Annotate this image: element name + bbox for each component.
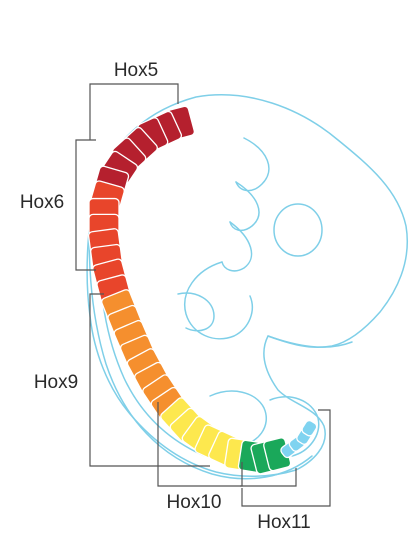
hox11-label: Hox11	[257, 512, 311, 533]
pharyngeal-arch-3	[221, 221, 253, 272]
hox6-bracket	[75, 139, 96, 271]
forelimb-bud-outline	[177, 292, 215, 332]
hox11-bracket-right	[241, 409, 331, 507]
hox11-bracket	[240, 468, 297, 487]
hox6-label: Hox6	[20, 192, 64, 213]
hox9-bracket	[89, 293, 210, 467]
somite-channel-outline	[88, 195, 313, 480]
somite-tail-4	[301, 419, 318, 437]
tail-curl-outline	[269, 396, 320, 457]
hox5-bracket	[89, 83, 179, 140]
hox9-label: Hox9	[34, 372, 78, 393]
hox10-bracket	[157, 402, 243, 487]
hox10-label: Hox10	[167, 492, 222, 513]
embryo-body-outline	[86, 94, 408, 477]
heart-outline	[184, 261, 254, 340]
hox5-label: Hox5	[114, 60, 158, 81]
belly-contour	[267, 335, 353, 348]
hox-brackets	[75, 83, 331, 507]
eye-outline	[273, 203, 323, 257]
pharyngeal-arch-2	[229, 181, 260, 232]
somite-column	[87, 100, 318, 475]
pharyngeal-arch-1	[235, 137, 270, 192]
